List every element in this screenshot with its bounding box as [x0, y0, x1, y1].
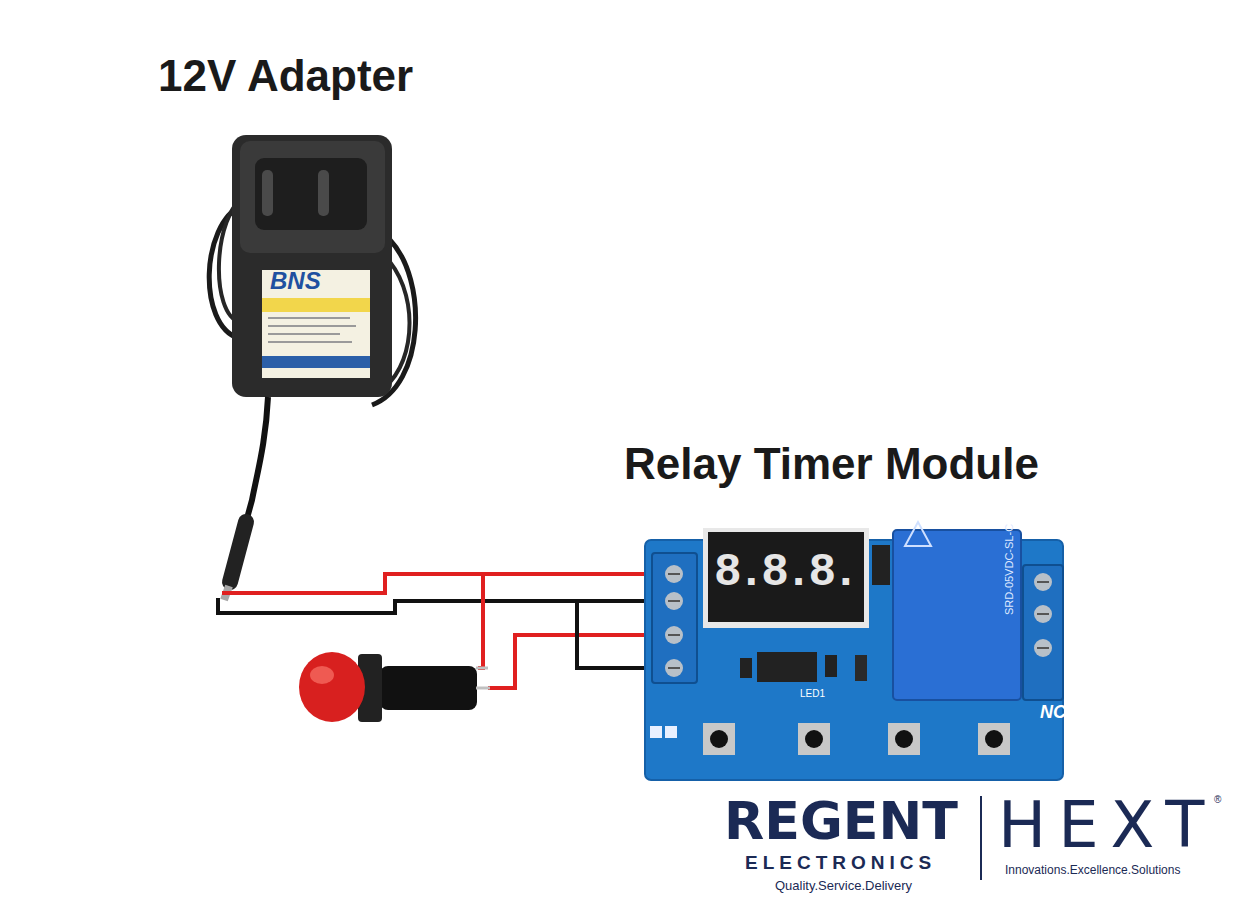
sticker-band — [262, 298, 370, 312]
terminal-screws — [665, 565, 683, 677]
illustration-part — [710, 730, 728, 748]
button-cap — [299, 652, 365, 722]
illustration-part — [665, 592, 683, 610]
red-wire — [478, 574, 483, 668]
part-heading: Relay Timer Module — [624, 440, 1039, 488]
logo-text: REGENT — [724, 792, 958, 850]
illustration-part — [703, 723, 735, 755]
illustration-part — [1037, 581, 1049, 583]
illustration-part — [895, 730, 913, 748]
pcb-icon — [650, 726, 662, 738]
relay-module — [645, 522, 1063, 780]
adapter-illustration — [209, 135, 415, 600]
adapter-face — [240, 141, 385, 253]
pcb-silkscreen: LED1 — [800, 688, 825, 699]
black-wire — [577, 601, 655, 668]
logo-tagline: Innovations.Excellence.Solutions — [1005, 864, 1180, 877]
push-button — [299, 652, 490, 722]
relay-marking: SRD-05VDC-SL-C — [1003, 524, 1015, 615]
button-body — [380, 666, 477, 710]
illustration-part — [665, 626, 683, 644]
red-wire — [222, 574, 655, 593]
illustration-part — [978, 723, 1010, 755]
illustration-part — [1037, 647, 1049, 649]
sticker-band — [262, 356, 370, 368]
logo-subtext: ELECTRONICS — [745, 853, 936, 874]
relay — [893, 530, 1021, 700]
illustration-part — [798, 723, 830, 755]
button-terminal — [476, 667, 488, 670]
brand-mark: BNS — [270, 268, 321, 294]
black-wire — [218, 598, 655, 613]
illustration-part — [985, 730, 1003, 748]
illustration-part — [268, 325, 356, 327]
terminal-screws — [1034, 573, 1052, 657]
chip — [757, 652, 817, 682]
component — [855, 655, 867, 681]
plug-recess — [255, 158, 367, 230]
logo-text: HEXT — [998, 790, 1216, 860]
illustration-part — [668, 573, 680, 575]
button-highlight — [310, 666, 334, 684]
illustration-part — [268, 317, 350, 319]
pin-name: NC — [1040, 703, 1066, 723]
illustration-part — [665, 659, 683, 677]
plug-prong — [262, 170, 273, 216]
trademark-symbol: ® — [1214, 794, 1221, 805]
plug-prong — [318, 170, 329, 216]
input-terminal — [652, 553, 697, 683]
red-wire — [488, 635, 655, 688]
tactile-buttons — [703, 723, 1010, 755]
illustration-part — [668, 634, 680, 636]
component — [740, 658, 752, 678]
illustration-part — [268, 341, 352, 343]
illustration-part — [668, 600, 680, 602]
output-terminal — [1023, 565, 1063, 700]
part-heading: 12V Adapter — [158, 52, 413, 100]
illustration-part — [268, 333, 340, 335]
illustration-part — [668, 667, 680, 669]
logo-divider — [980, 796, 982, 880]
adapter-cable — [246, 397, 268, 522]
component — [872, 545, 890, 585]
illustration-part — [888, 723, 920, 755]
sticker-fine-print — [268, 318, 356, 342]
adapter-body — [232, 135, 392, 397]
button-terminal — [476, 687, 490, 690]
display-bezel — [703, 528, 869, 628]
relay-mark — [905, 522, 931, 546]
illustration-part — [805, 730, 823, 748]
illustration-part — [665, 565, 683, 583]
illustration-part — [1034, 639, 1052, 657]
display-face — [708, 532, 864, 622]
component — [825, 655, 837, 677]
pcb-icon — [665, 726, 677, 738]
seven-segment-display: 8.8.8. — [714, 548, 856, 599]
illustration-part — [1034, 573, 1052, 591]
illustration-part — [1034, 605, 1052, 623]
logo-tagline: Quality.Service.Delivery — [775, 879, 912, 893]
illustration-part — [1037, 613, 1049, 615]
dc-jack — [230, 522, 246, 582]
